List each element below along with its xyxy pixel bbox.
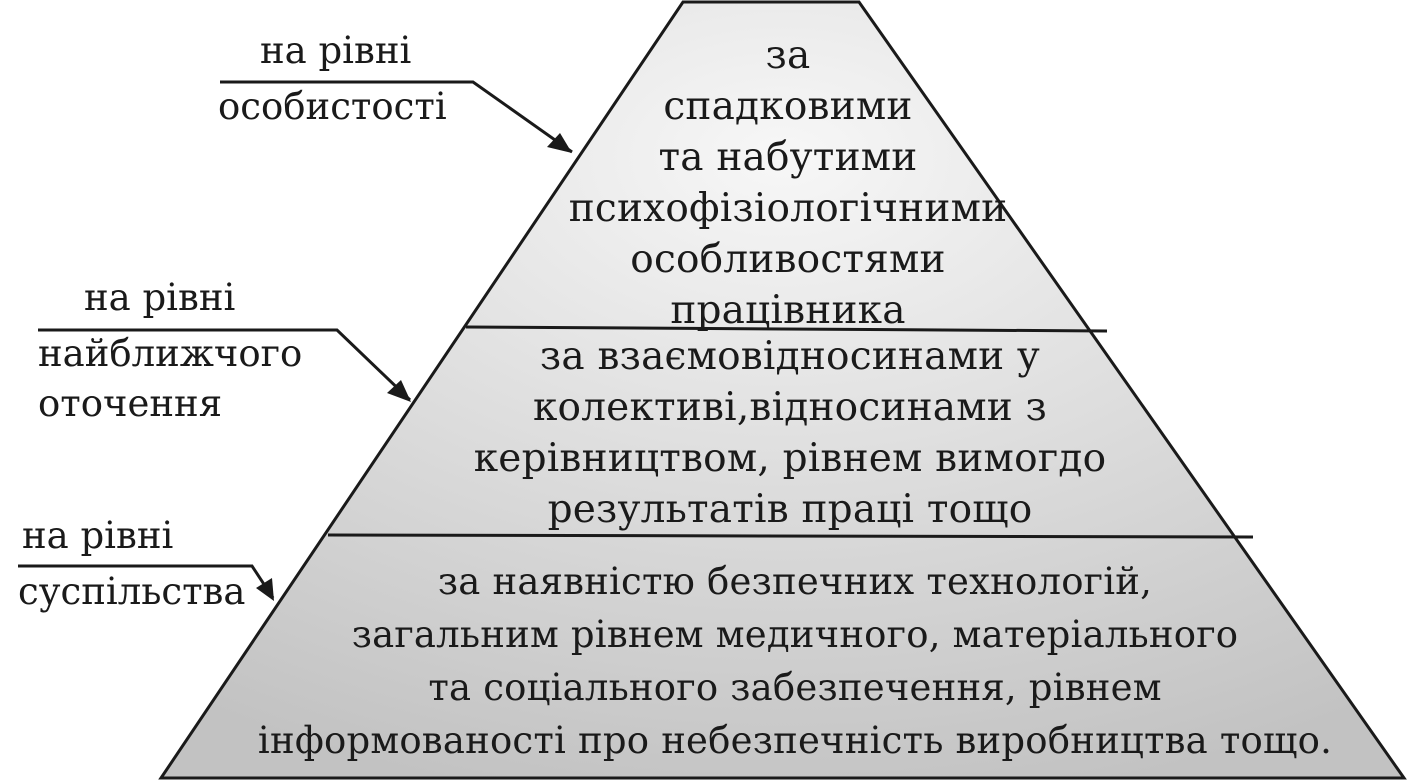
tier-society-text: за наявністю безпечних технологій, загал… <box>200 555 1390 767</box>
tier-line: та набутими <box>658 135 918 180</box>
tier-line: особливостями <box>630 237 946 282</box>
arrow-personality <box>547 133 572 153</box>
side-label-line: на рівні <box>22 514 174 557</box>
side-label-line: суспільства <box>18 570 246 613</box>
tier-line: керівництвом, рівнем вимогдо <box>473 436 1107 481</box>
tier-line: за наявністю безпечних технологій, <box>437 560 1153 603</box>
tier-line: спадковими <box>663 84 913 129</box>
side-label-line: найближчого <box>38 332 303 375</box>
label-personality-level: на рівні особистості <box>218 23 447 135</box>
connector-personality <box>220 80 573 154</box>
label-environment-level: на рівні найближчого оточення <box>38 270 302 432</box>
tier-line: загальним рівнем медичного, матеріальног… <box>351 613 1239 656</box>
tier-line: колективі,відносинами з <box>532 385 1048 430</box>
tier-line: та соціального забезпечення, рівнем <box>428 666 1162 709</box>
connector-environment <box>38 328 412 402</box>
tier-divider-bottom <box>327 533 1254 539</box>
tier-line: інформованості про небезпечність виробни… <box>257 719 1333 762</box>
side-label-line: на рівні <box>84 276 236 319</box>
arrow-environment <box>387 380 411 402</box>
tier-environment-text: за взаємовідносинами у колективі,відноси… <box>450 331 1130 535</box>
side-label-line: на рівні <box>260 29 412 72</box>
label-society-level: на рівні суспільства <box>18 508 245 620</box>
tier-line: результатів праці тощо <box>547 487 1033 532</box>
side-label-line: оточення <box>38 382 223 425</box>
tier-line: психофізіологічними <box>568 186 1008 231</box>
side-label-line: особистості <box>218 85 447 128</box>
tier-divider-top <box>465 325 1108 333</box>
tier-line: працівника <box>670 288 906 333</box>
pyramid-body <box>158 0 1407 780</box>
arrow-society <box>256 578 274 601</box>
tier-line: за взаємовідносинами у <box>539 334 1041 379</box>
tier-line: за <box>765 33 811 78</box>
tier-personality-text: за спадковими та набутими психофізіологі… <box>488 30 1088 336</box>
